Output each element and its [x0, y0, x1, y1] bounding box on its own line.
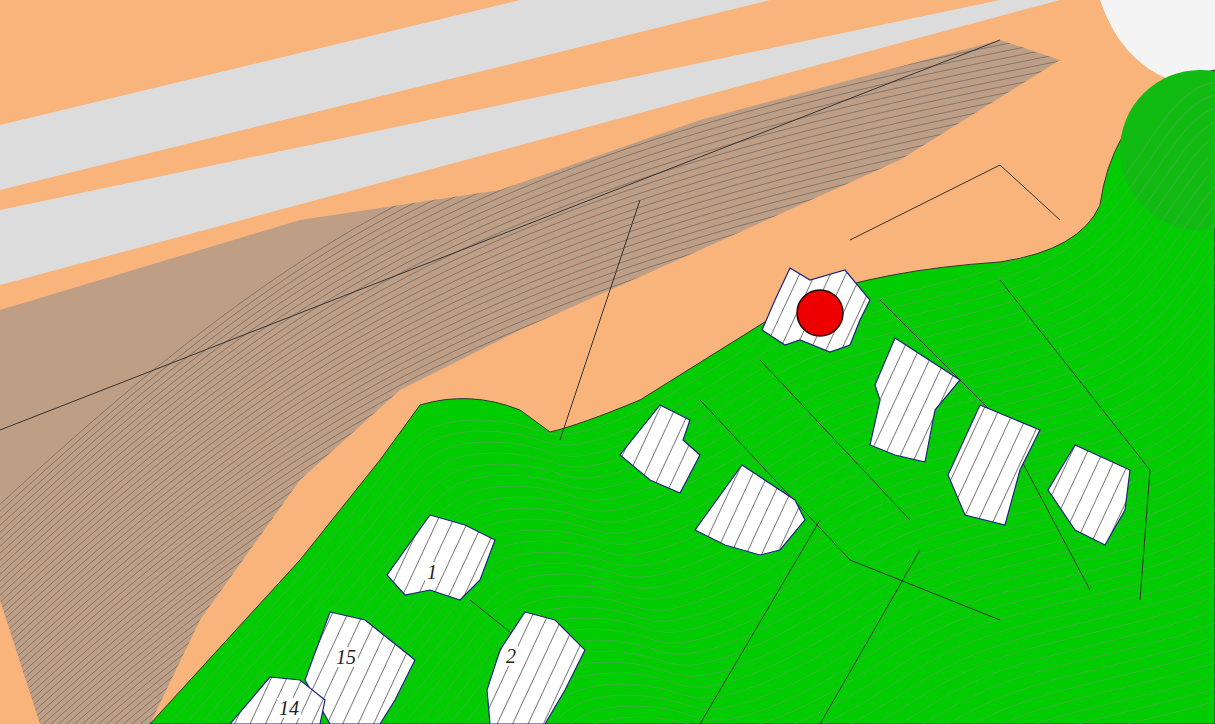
- white-area: [1080, 0, 1215, 80]
- contour-line: [0, 136, 1215, 724]
- marker-dot: [797, 290, 843, 336]
- contour-line: [0, 114, 1215, 724]
- contour-line: [0, 356, 1215, 724]
- contour-line: [0, 191, 1215, 724]
- contour-line: [0, 367, 1215, 724]
- contour-line: [0, 433, 1215, 724]
- lot-number: 1: [425, 562, 439, 582]
- contour-line: [0, 235, 1215, 724]
- contour-line: [0, 103, 1215, 724]
- contour-line: [0, 345, 1215, 724]
- contour-line: [0, 125, 1215, 724]
- contour-line: [0, 257, 1215, 724]
- contour-line: [0, 81, 1215, 724]
- green-mound: [1120, 70, 1215, 230]
- contour-line: [0, 378, 1215, 724]
- contour-line: [0, 213, 1215, 724]
- contour-line: [0, 455, 1215, 724]
- contour-line: [0, 411, 1215, 724]
- contour-line: [0, 477, 1215, 724]
- contour-line: [0, 158, 1215, 724]
- lot-number: 2: [504, 646, 518, 666]
- contour-line: [0, 510, 1215, 724]
- contour-line: [0, 180, 1215, 724]
- contour-line: [0, 334, 1215, 724]
- contour-line: [0, 466, 1215, 724]
- lot-number: 15: [334, 647, 358, 667]
- contour-line: [0, 400, 1215, 724]
- contour-line: [0, 268, 1215, 724]
- contour-line: [0, 92, 1215, 724]
- contour-line: [0, 444, 1215, 724]
- parcel-lines: [0, 40, 1150, 724]
- contour-line: [0, 323, 1215, 724]
- contour-line: [0, 279, 1215, 724]
- contour-line: [0, 488, 1215, 724]
- contour-line: [0, 202, 1215, 724]
- lot-number: 14: [277, 698, 301, 718]
- contour-line: [0, 290, 1215, 724]
- green-area: [150, 70, 1215, 724]
- house: [230, 268, 1130, 724]
- contour-line: [0, 147, 1215, 724]
- contour-line: [0, 422, 1215, 724]
- contour-line: [0, 499, 1215, 724]
- green-contours: [0, 81, 1215, 724]
